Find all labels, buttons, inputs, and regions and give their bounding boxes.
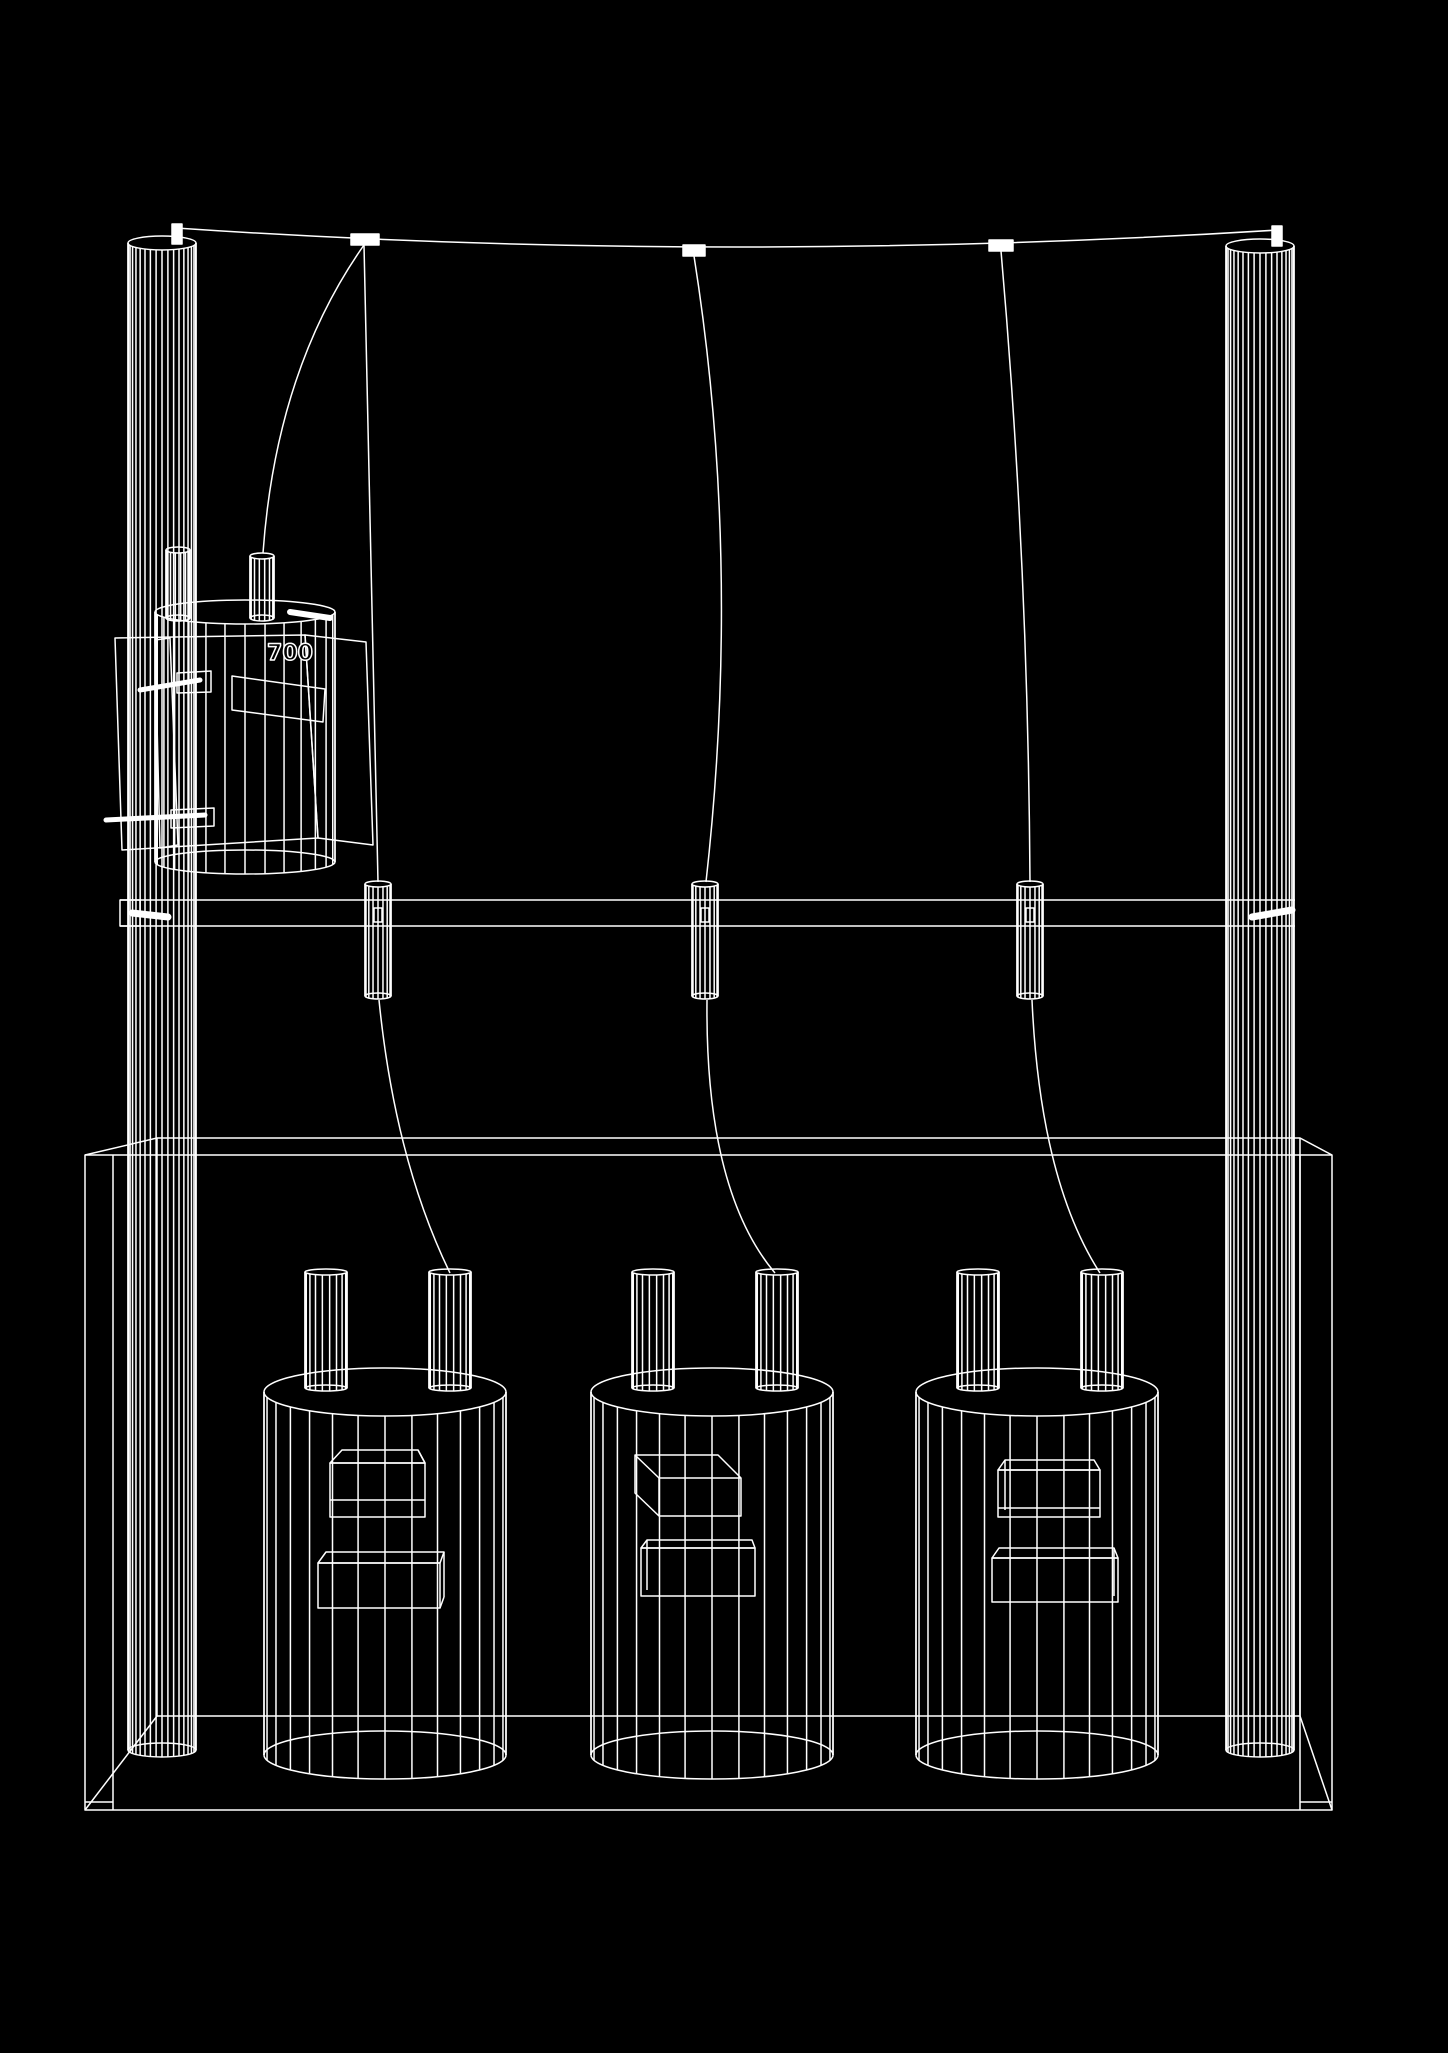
center-tank-upper-box	[634, 1454, 742, 1517]
horizontal-rail	[119, 899, 1296, 927]
left-tank-upper-box	[329, 1449, 426, 1518]
left-tank	[263, 1268, 507, 1780]
pulley-3	[988, 239, 1014, 252]
center-tank-lower-box	[640, 1539, 756, 1597]
right-tank-lower-box	[991, 1547, 1119, 1603]
rail-slider-2	[691, 880, 719, 1000]
pulley-2	[682, 244, 706, 257]
rail-slider-3	[1016, 880, 1044, 1000]
suspended-tank: 700	[103, 546, 374, 875]
suspended-tank-cylinder	[154, 599, 336, 875]
top-wire	[171, 223, 1283, 248]
base-tray	[84, 1137, 1333, 1811]
right-tank-upper-box	[997, 1459, 1101, 1518]
suspended-tank-label: 700	[267, 641, 313, 666]
left-tank-lower-box	[317, 1551, 445, 1609]
rail-slider-1	[364, 880, 392, 1000]
right-tank	[915, 1268, 1159, 1780]
suspended-tank-frame	[103, 609, 374, 851]
right-post	[1225, 238, 1295, 1758]
left-post	[127, 235, 197, 1758]
cable-set	[262, 244, 1101, 1274]
suspended-tank-stub-2	[249, 552, 275, 622]
suspended-tank-stub-1	[165, 546, 191, 622]
center-tank	[590, 1268, 834, 1780]
pulley-1	[350, 233, 380, 246]
